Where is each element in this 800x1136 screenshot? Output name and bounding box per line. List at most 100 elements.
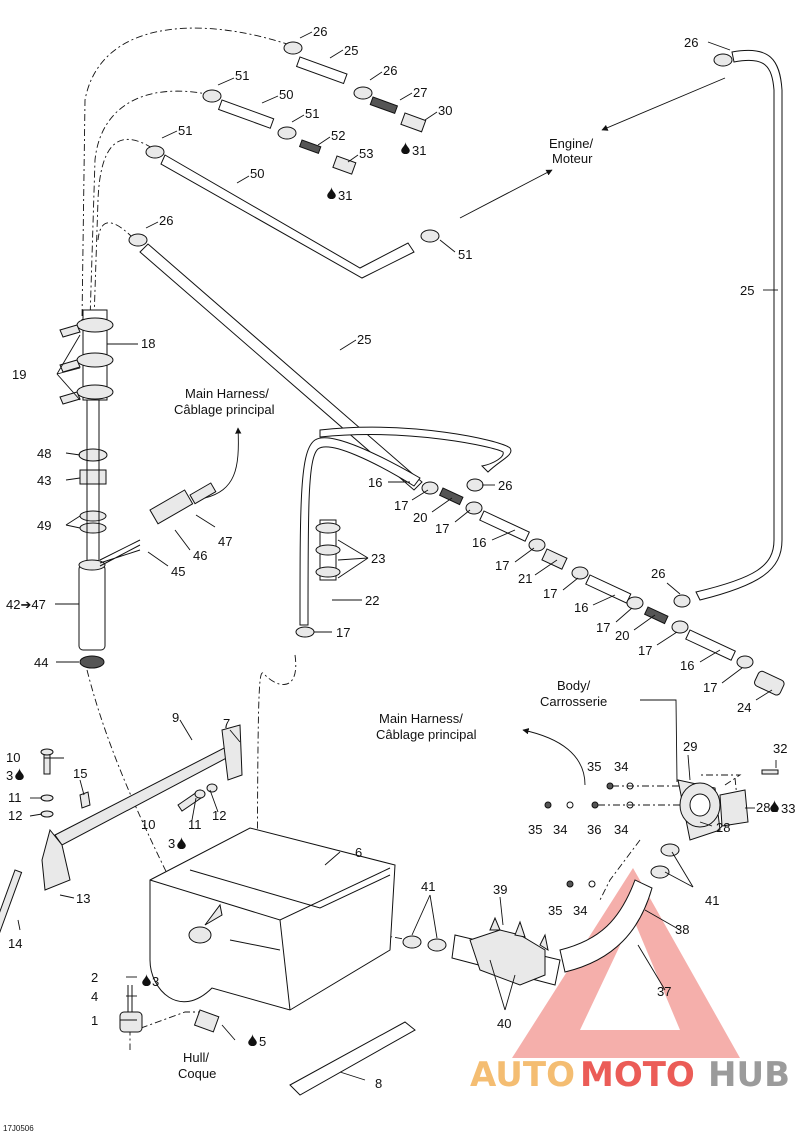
callout-16: 16	[472, 535, 486, 550]
callout-44: 44	[34, 655, 48, 670]
callout-15: 15	[73, 766, 87, 781]
callout-35: 35	[548, 903, 562, 918]
tank-support	[0, 724, 243, 935]
callout-30: 30	[438, 103, 452, 118]
fuel-tank	[119, 827, 416, 1096]
callout-7: 7	[223, 716, 230, 731]
callout-34: 34	[553, 822, 567, 837]
watermark-part3: HUB	[708, 1055, 790, 1095]
callout-12: 12	[8, 808, 22, 823]
harness-label-fr: Câblage principal	[376, 727, 477, 742]
callout-25: 25	[344, 43, 358, 58]
callout-46: 46	[193, 548, 207, 563]
callout-12: 12	[212, 808, 226, 823]
callout-45: 45	[171, 564, 185, 579]
callout-28a: 28a	[756, 800, 778, 815]
callout-26: 26	[313, 24, 327, 39]
callout-26: 26	[383, 63, 397, 78]
callout-51: 51	[458, 247, 472, 262]
callout-18: 18	[141, 336, 155, 351]
callout-32: 32	[773, 741, 787, 756]
callout-24: 24	[737, 700, 751, 715]
callout-36: 36	[587, 822, 601, 837]
body-label-fr: Carrosserie	[540, 694, 607, 709]
callout-20: 20	[615, 628, 629, 643]
oil-drop-icon	[327, 187, 336, 199]
callout-16: 16	[368, 475, 382, 490]
callout-4: 4	[91, 989, 98, 1004]
filler-neck-assembly	[402, 769, 779, 986]
callout-14: 14	[8, 936, 22, 951]
callout-41: 41	[705, 893, 719, 908]
callout-35: 35	[587, 759, 601, 774]
callout-25: 25	[740, 283, 754, 298]
body-label-en: Body/	[557, 678, 591, 693]
oil-drop-icon	[248, 1034, 257, 1046]
leader-lines	[17, 31, 778, 1081]
callout-13: 13	[76, 891, 90, 906]
harness-label-en: Main Harness/	[185, 386, 269, 401]
callout-17: 17	[435, 521, 449, 536]
watermark-logo: AUTO MOTO HUB	[470, 868, 790, 1095]
harness-label-fr: Câblage principal	[174, 402, 275, 417]
callout-53: 53	[359, 146, 373, 161]
callout-29: 29	[683, 739, 697, 754]
arrow-icon	[204, 427, 242, 499]
callout-42: 42➔47	[6, 597, 46, 612]
callout-17: 17	[543, 586, 557, 601]
watermark-part1: AUTO	[470, 1055, 575, 1095]
callout-5: 5	[259, 1034, 266, 1049]
callout-34: 34	[573, 903, 587, 918]
watermark-part2: MOTO	[580, 1055, 695, 1095]
callout-3: 3	[6, 768, 13, 783]
callout-19: 19	[12, 367, 26, 382]
callout-3: 3	[168, 836, 175, 851]
callout-6: 6	[355, 845, 362, 860]
external-arrows	[204, 77, 726, 786]
oil-drop-icon	[142, 974, 151, 986]
callout-31: 31	[338, 188, 352, 203]
callout-26: 26	[159, 213, 173, 228]
callout-23: 23	[371, 551, 385, 566]
hull-label-fr: Coque	[178, 1066, 216, 1081]
callout-47: 47	[218, 534, 232, 549]
callout-52: 52	[331, 128, 345, 143]
callout-51: 51	[235, 68, 249, 83]
callout-16: 16	[680, 658, 694, 673]
callout-26: 26	[651, 566, 665, 581]
callouts: 26 25 26 27 30 31 51 50 51 52 53 31 51 5…	[6, 24, 795, 1091]
callout-10: 10	[141, 817, 155, 832]
callout-16: 16	[574, 600, 588, 615]
watermark-triangle	[512, 868, 740, 1058]
callout-50: 50	[250, 166, 264, 181]
engine-label-fr: Moteur	[552, 151, 593, 166]
callout-1: 1	[91, 1013, 98, 1028]
external-labels: Engine/ Moteur Main Harness/ Câblage pri…	[3, 136, 607, 1133]
callout-17: 17	[638, 643, 652, 658]
callout-11: 11	[8, 790, 22, 805]
fuel-line-assembly	[421, 478, 785, 696]
oil-drop-icon	[177, 837, 186, 849]
callout-25: 25	[357, 332, 371, 347]
callout-37: 37	[657, 984, 671, 999]
callout-26: 26	[684, 35, 698, 50]
hull-label-en: Hull/	[183, 1050, 209, 1065]
callout-17: 17	[703, 680, 717, 695]
harness-label-en: Main Harness/	[379, 711, 463, 726]
callout-39: 39	[493, 882, 507, 897]
arrow-icon	[601, 77, 726, 131]
callout-2: 2	[91, 970, 98, 985]
callout-11: 11	[188, 817, 202, 832]
callout-20: 20	[413, 510, 427, 525]
callout-9: 9	[172, 710, 179, 725]
callout-48: 48	[37, 446, 51, 461]
callout-17: 17	[394, 498, 408, 513]
callout-40: 40	[497, 1016, 511, 1031]
oil-drop-icon	[15, 768, 24, 780]
callout-3: 3	[152, 974, 159, 989]
callout-8: 8	[375, 1076, 382, 1091]
fuel-pump-assembly	[59, 309, 341, 669]
callout-28: 28	[716, 820, 730, 835]
callout-27: 27	[413, 85, 427, 100]
